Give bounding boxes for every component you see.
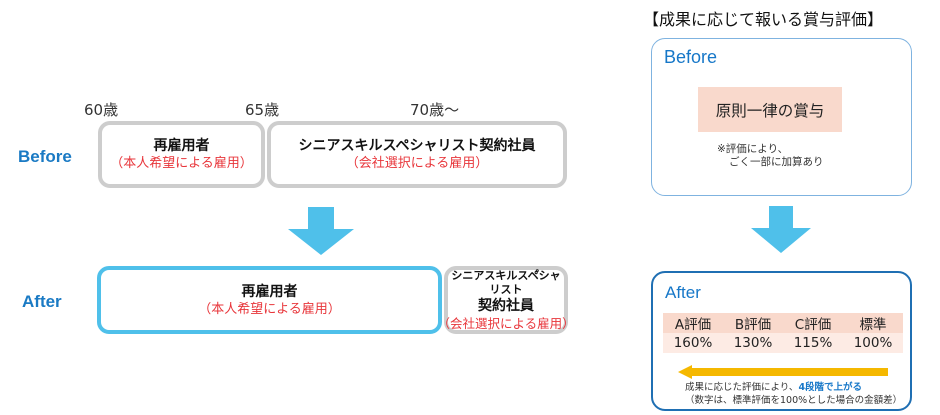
age-70-plus: 70歳〜 xyxy=(410,101,460,119)
rating-value-b: 130% xyxy=(723,333,783,353)
after-label: After xyxy=(22,292,62,311)
rating-header-c: C評価 xyxy=(783,313,843,333)
senior-specialist-title-line2: 契約社員 xyxy=(478,297,534,314)
rehire-sub: （本人希望による雇用） xyxy=(110,156,253,171)
rehire-box-after: 再雇用者 （本人希望による雇用） xyxy=(97,266,442,334)
before-note-line2: ごく一部に加算あり xyxy=(729,156,824,168)
after-note-line2: （数字は、標準評価を100%とした場合の金額差） xyxy=(685,395,903,406)
before-note-line1: ※評価により、 xyxy=(717,143,789,155)
down-arrow-icon-right xyxy=(751,206,811,253)
rating-header-standard: 標準 xyxy=(843,313,903,333)
senior-specialist-box-before: シニアスキルスペシャリスト契約社員 （会社選択による雇用） xyxy=(267,121,567,188)
senior-specialist-box-after: シニアスキルスペ゚シャリスト 契約社員 （会社選択による雇用） xyxy=(437,266,575,334)
left-arrow-icon xyxy=(678,365,888,379)
rehire-sub-after: （本人希望による雇用） xyxy=(198,301,341,317)
rating-value-c: 115% xyxy=(783,333,843,353)
rating-header-a: A評価 xyxy=(663,313,723,333)
rating-value-a: 160% xyxy=(663,333,723,353)
senior-specialist-sub: （会社選択による雇用） xyxy=(345,156,489,171)
rating-table: A評価 B評価 C評価 標準 160% 130% 115% 100% xyxy=(663,313,903,353)
rating-header-row: A評価 B評価 C評価 標準 xyxy=(663,313,903,333)
rating-value-standard: 100% xyxy=(843,333,903,353)
rating-header-b: B評価 xyxy=(723,313,783,333)
uniform-bonus-box: 原則一律の賞与 xyxy=(698,87,842,132)
senior-specialist-sub-after: （会社選択による雇用） xyxy=(437,315,575,331)
before-panel: Before 原則一律の賞与 ※評価により、 ごく一部に加算あり xyxy=(651,38,912,196)
bonus-heading: 【成果に応じて報いる賞与評価】 xyxy=(643,10,884,29)
after-note: 成果に応じた評価により、4段階で上がる （数字は、標準評価を100%とした場合の… xyxy=(685,381,902,407)
after-note-line1: 成果に応じた評価により、4段階で上がる xyxy=(685,381,902,394)
before-note: ※評価により、 ごく一部に加算あり xyxy=(717,143,824,169)
after-panel-label: After xyxy=(665,283,701,302)
senior-specialist-title: シニアスキルスペシャリスト契約社員 xyxy=(298,138,536,154)
rehire-title: 再雇用者 xyxy=(153,138,210,154)
senior-specialist-title-line1: シニアスキルスペ゚シャリスト xyxy=(451,268,561,296)
down-arrow-icon xyxy=(288,207,354,255)
after-panel: After A評価 B評価 C評価 標準 160% 130% 115% 100%… xyxy=(651,271,912,411)
age-60: 60歳 xyxy=(84,101,119,119)
before-label: Before xyxy=(18,147,72,166)
before-panel-label: Before xyxy=(664,47,718,67)
after-note-prefix: 成果に応じた評価により、 xyxy=(685,382,799,393)
rehire-title-after: 再雇用者 xyxy=(241,283,298,300)
rating-value-row: 160% 130% 115% 100% xyxy=(663,333,903,353)
rehire-box-before: 再雇用者 （本人希望による雇用） xyxy=(98,121,265,188)
after-note-emphasis: 4段階で上がる xyxy=(798,382,863,393)
age-65: 65歳 xyxy=(245,101,280,119)
